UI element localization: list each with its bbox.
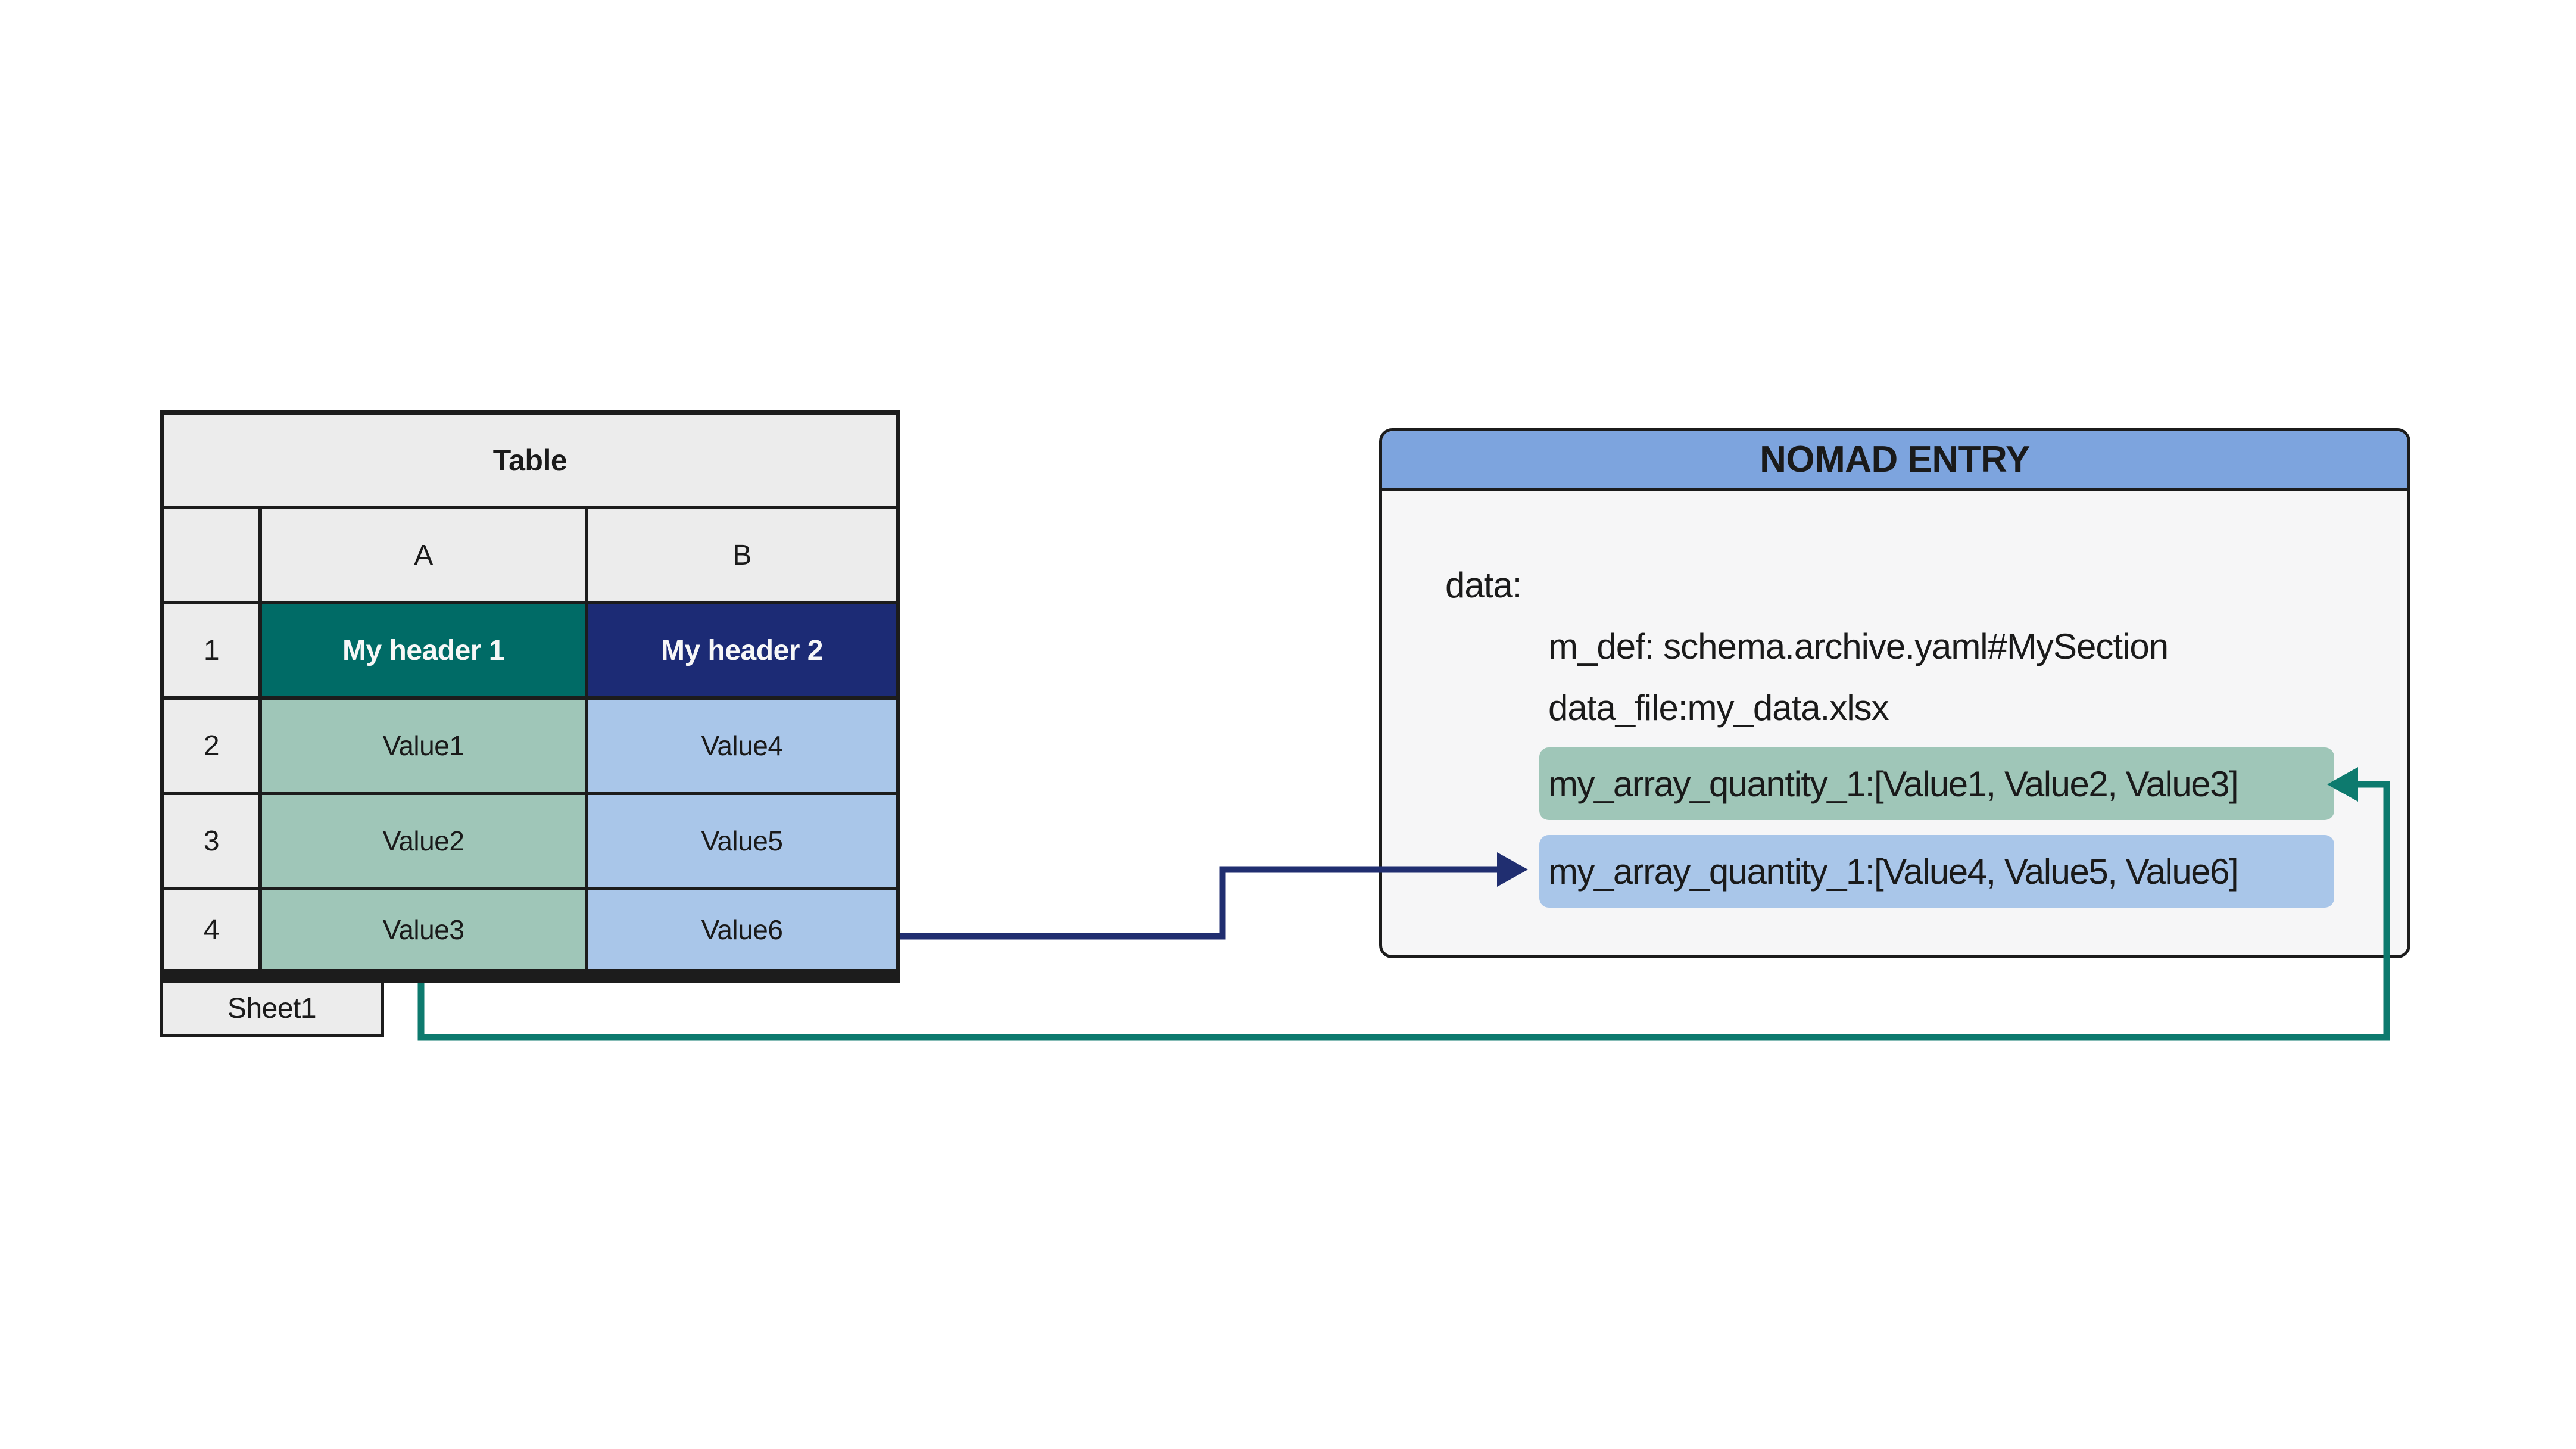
cell-value3: Value3: [262, 890, 585, 969]
cell-my-header-2: My header 2: [588, 604, 896, 696]
corner-cell: [164, 509, 258, 601]
row-number-3: 3: [164, 795, 258, 887]
cell-value4: Value4: [588, 700, 896, 792]
row-number-4: 4: [164, 890, 258, 969]
cell-value1: Value1: [262, 700, 585, 792]
array-quantity-line-blue: my_array_quantity_1:[Value4, Value5, Val…: [1539, 835, 2334, 908]
array-quantity-line-green: my_array_quantity_1:[Value1, Value2, Val…: [1539, 747, 2334, 820]
nomad-entry-box: NOMAD ENTRY data: m_def: schema.archive.…: [1379, 428, 2410, 958]
cell-value6: Value6: [588, 890, 896, 969]
nomad-entry-title: NOMAD ENTRY: [1382, 431, 2407, 491]
table-title-cell: Table: [164, 415, 896, 506]
row-number-2: 2: [164, 700, 258, 792]
m-def-line: m_def: schema.archive.yaml#MySection: [1548, 627, 2169, 666]
sheet-tab: Sheet1: [160, 983, 384, 1037]
cell-value2: Value2: [262, 795, 585, 887]
data-key-line: data:: [1445, 565, 1522, 605]
row-number-1: 1: [164, 604, 258, 696]
column-header-b: B: [588, 509, 896, 601]
cell-my-header-1: My header 1: [262, 604, 585, 696]
excel-table: Table A B 1 My header 1 My header 2 2 Va…: [160, 410, 900, 983]
column-header-a: A: [262, 509, 585, 601]
data-file-line: data_file:my_data.xlsx: [1548, 688, 1889, 728]
cell-value5: Value5: [588, 795, 896, 887]
